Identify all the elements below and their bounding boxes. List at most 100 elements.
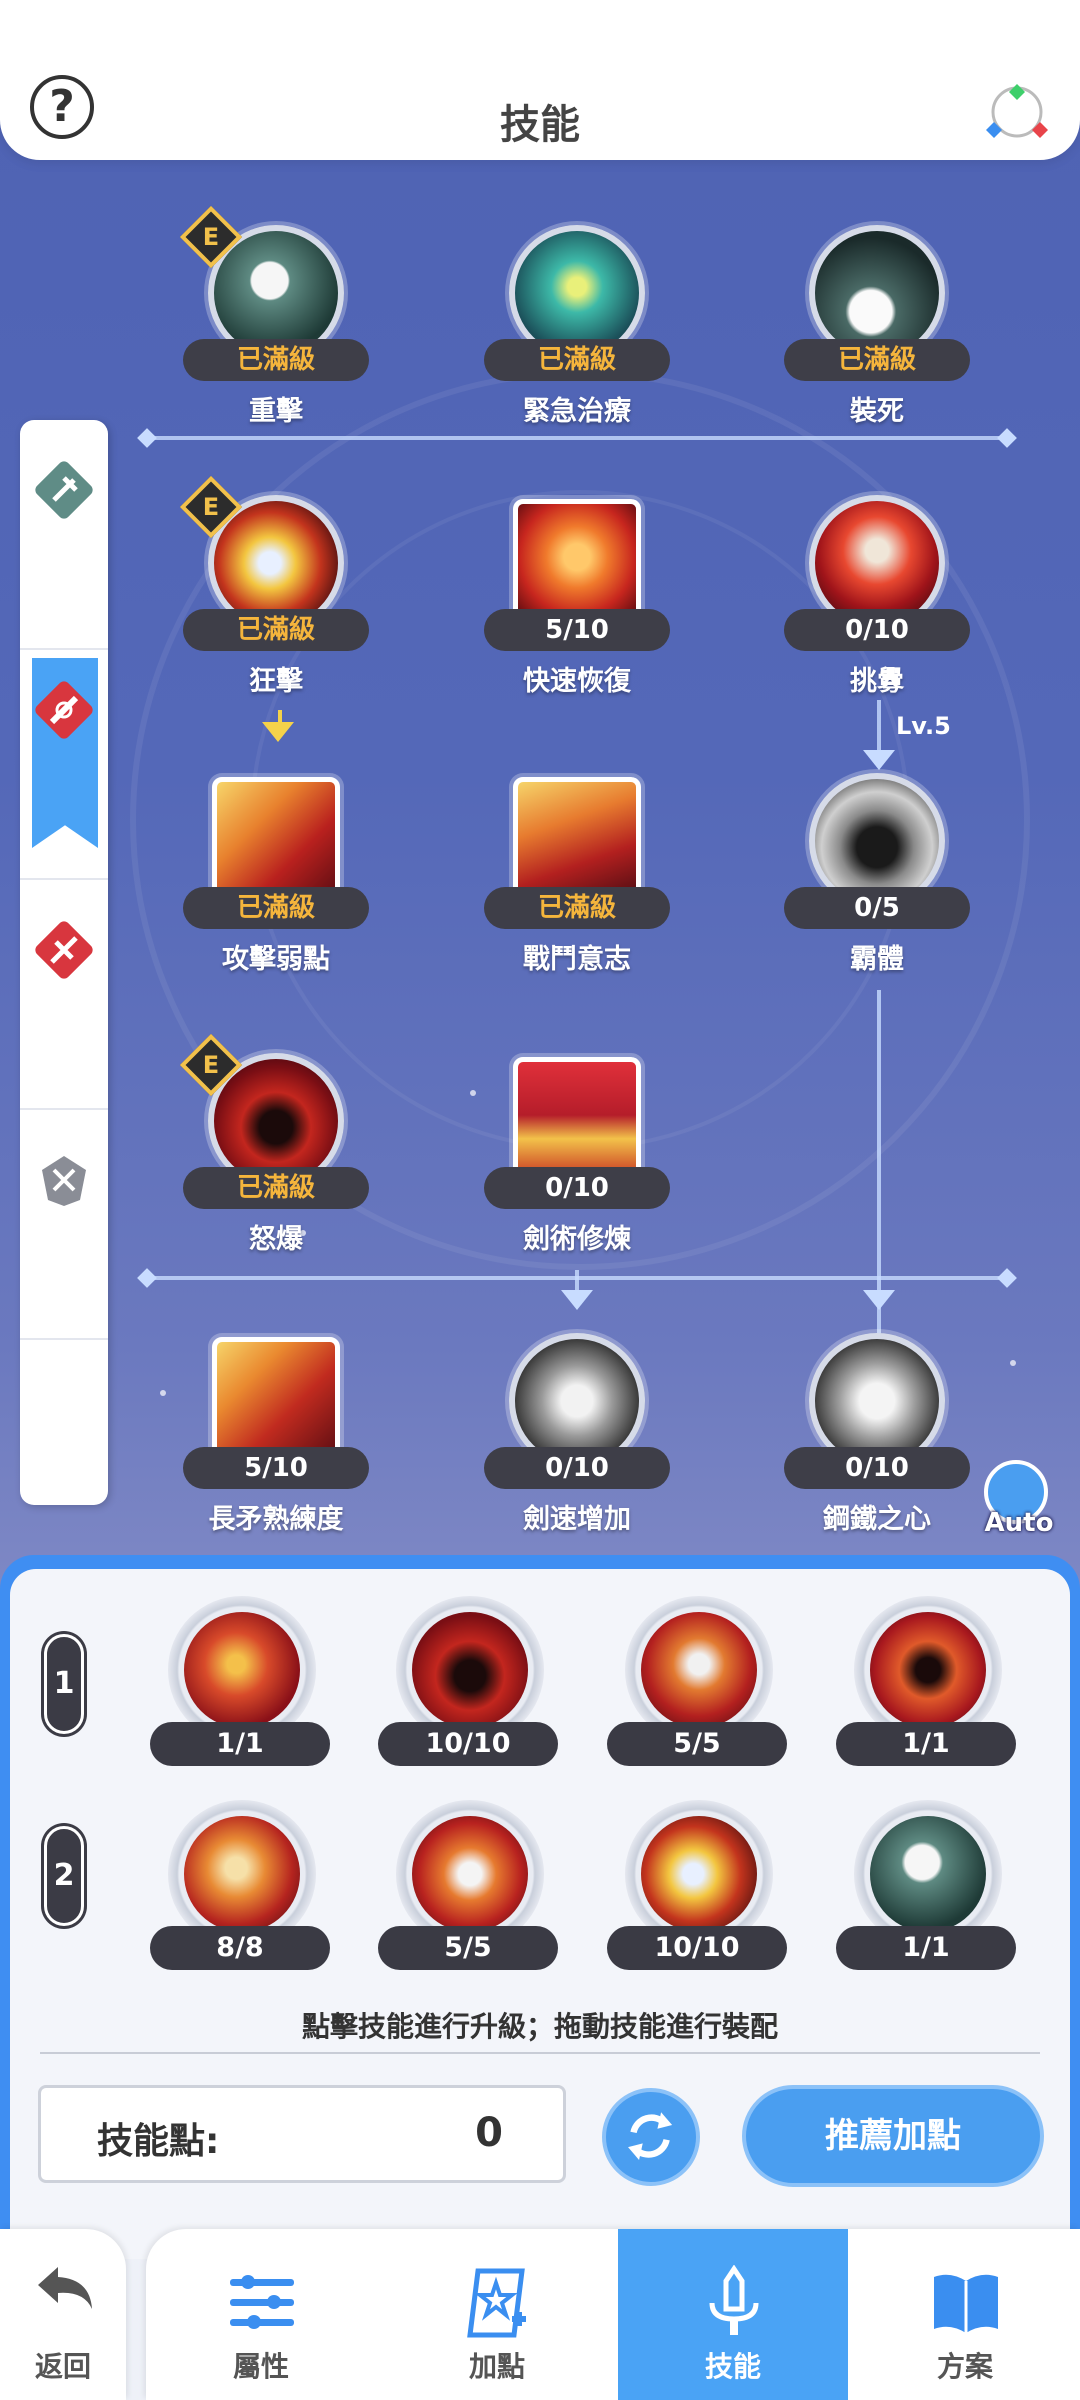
gear-icon [984, 1460, 1048, 1524]
skill-level: 0/10 [784, 609, 970, 651]
skill-level: 已滿級 [484, 339, 670, 381]
skill-level: 0/10 [484, 1167, 670, 1209]
skill-level: 0/5 [784, 887, 970, 929]
skill-level: 已滿級 [183, 609, 369, 651]
tab-label: 屬性 [232, 2350, 289, 2383]
tab-class-knight[interactable] [20, 880, 108, 1110]
skill-provoke[interactable]: 0/10 挑釁 [782, 495, 972, 697]
skill-level: 0/10 [484, 1447, 670, 1489]
play-dead-icon [809, 225, 945, 361]
refresh-icon [628, 2112, 673, 2160]
skill-name: 重擊 [249, 396, 303, 427]
swirl-slash-icon [184, 1612, 300, 1728]
skill-super-armor[interactable]: 0/5 霸體 [782, 773, 972, 975]
prerequisite-line [877, 990, 881, 1390]
reset-button[interactable] [602, 2088, 700, 2186]
skill-emergency-heal[interactable]: 已滿級 緊急治療 [482, 225, 672, 427]
divider-ornament [997, 1268, 1017, 1288]
fist-icon [870, 1816, 986, 1932]
weak-point-icon [212, 777, 340, 905]
loadout-slot[interactable]: 1/1 [836, 1800, 1016, 1990]
tab-attributes[interactable]: 屬性 [146, 2229, 376, 2400]
prerequisite-arrow [863, 750, 895, 770]
sliders-icon [230, 2275, 294, 2329]
sword-icon [709, 2265, 759, 2335]
main-nav-bar: 屬性 加點 技能 方案 [146, 2229, 1080, 2400]
header: ? 技能 [0, 0, 1080, 160]
page-title: 技能 [500, 102, 580, 148]
skill-name: 挑釁 [850, 666, 904, 697]
help-button[interactable]: ? [30, 75, 94, 139]
tab-class-novice[interactable] [20, 420, 108, 650]
skill-frenzy-strike[interactable]: E 已滿級 狂擊 [179, 475, 371, 697]
back-button[interactable]: 返回 [0, 2229, 126, 2400]
skill-battle-will[interactable]: 已滿級 戰鬥意志 [482, 773, 672, 975]
prerequisite-line [575, 1270, 579, 1300]
level-requirement: Lv.5 [896, 712, 951, 740]
sword-training-icon [513, 1057, 641, 1185]
heart-recovery-icon [513, 499, 641, 627]
slot-level: 5/5 [378, 1926, 558, 1970]
loadout-slot[interactable]: 5/5 [607, 1596, 787, 1786]
loadout-slot[interactable]: 10/10 [607, 1800, 787, 1990]
prerequisite-arrow [262, 722, 294, 742]
open-book-icon [934, 2274, 998, 2333]
loadout-slot[interactable]: 5/5 [378, 1800, 558, 1990]
skill-swordsmanship[interactable]: 0/10 劍術修煉 [482, 1053, 672, 1255]
tab-label: 方案 [936, 2350, 993, 2383]
spear-thrust-icon [641, 1612, 757, 1728]
divider-ornament [137, 428, 157, 448]
recommend-points-button[interactable]: 推薦加點 [742, 2085, 1044, 2187]
skill-heavy-strike[interactable]: E 已滿級 重擊 [179, 205, 371, 427]
skill-name: 戰鬥意志 [523, 944, 631, 975]
skill-name: 怒爆 [249, 1224, 303, 1255]
skill-level: 5/10 [484, 609, 670, 651]
tab-label: 加點 [468, 2350, 525, 2383]
loadout-row-1-label[interactable]: 1 [44, 1634, 84, 1734]
swordsman-class-icon [35, 681, 93, 739]
loadout-slot[interactable]: 10/10 [378, 1596, 558, 1786]
sparkle [160, 1390, 166, 1396]
slot-level: 1/1 [150, 1722, 330, 1766]
skill-rage-burst[interactable]: E 已滿級 怒爆 [179, 1033, 371, 1255]
skill-quick-recovery[interactable]: 5/10 快速恢復 [482, 495, 672, 697]
slot-level: 1/1 [836, 1722, 1016, 1766]
loadout-row-2-label[interactable]: 2 [44, 1826, 84, 1926]
loadout-slot[interactable]: 1/1 [150, 1596, 330, 1786]
divider-ornament [137, 1268, 157, 1288]
skill-level: 已滿級 [784, 339, 970, 381]
loadout-slot[interactable]: 1/1 [836, 1596, 1016, 1786]
loadout-slot[interactable]: 8/8 [150, 1800, 330, 1990]
slot-level: 5/5 [607, 1722, 787, 1766]
skill-spear-mastery[interactable]: 5/10 長矛熟練度 [181, 1333, 371, 1535]
slot-level: 10/10 [378, 1722, 558, 1766]
skill-weak-point-attack[interactable]: 已滿級 攻擊弱點 [181, 773, 371, 975]
auto-button[interactable]: Auto [978, 1460, 1058, 1540]
tab-add-points[interactable]: 加點 [382, 2229, 612, 2400]
sparkle [300, 1230, 306, 1236]
tab-class-lord-knight[interactable] [20, 1110, 108, 1340]
sparkle [880, 670, 886, 676]
skill-level: 0/10 [784, 1447, 970, 1489]
prerequisite-line [877, 700, 881, 750]
tab-class-swordsman[interactable] [20, 650, 108, 880]
element-switch-icon[interactable] [980, 80, 1054, 144]
tab-label: 技能 [704, 2350, 761, 2383]
skill-name: 攻擊弱點 [222, 944, 330, 975]
sparkle [470, 1090, 476, 1096]
skill-iron-heart[interactable]: 0/10 鋼鐵之心 [782, 1333, 972, 1535]
sword-speed-icon [509, 1333, 645, 1469]
prerequisite-line [278, 710, 282, 726]
knight-class-icon [35, 921, 93, 979]
skill-sword-speed[interactable]: 0/10 劍速增加 [482, 1333, 672, 1535]
spiral-spear-icon [184, 1816, 300, 1932]
back-arrow-icon [38, 2267, 92, 2309]
skill-points-value: 0 [475, 2110, 503, 2156]
skill-name: 快速恢復 [523, 666, 631, 697]
tab-skills[interactable]: 技能 [618, 2229, 848, 2400]
tab-plans[interactable]: 方案 [850, 2229, 1080, 2400]
skill-level: 已滿級 [484, 887, 670, 929]
skill-name: 長矛熟練度 [208, 1504, 344, 1535]
skill-level: 已滿級 [183, 1167, 369, 1209]
skill-play-dead[interactable]: 已滿級 裝死 [782, 225, 972, 427]
